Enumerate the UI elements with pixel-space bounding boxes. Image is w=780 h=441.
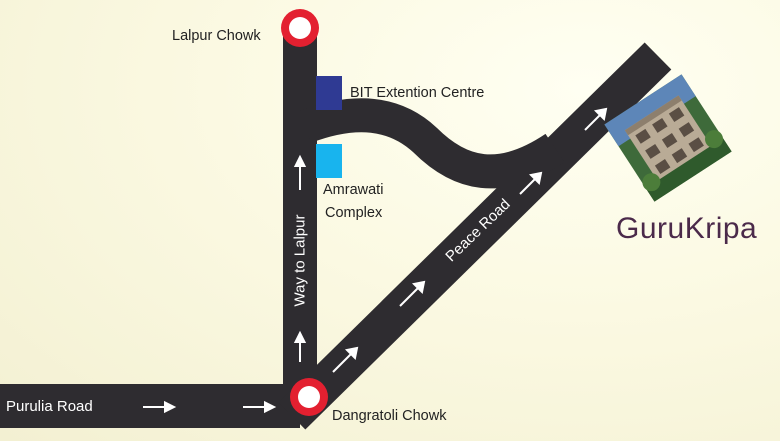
bit-extension-centre-label: BIT Extention Centre	[350, 85, 485, 101]
purulia-road-label: Purulia Road	[6, 398, 93, 415]
arrow-diagonal-icon	[332, 346, 359, 373]
way-to-lalpur-label: Way to Lalpur	[291, 214, 309, 307]
arrow-diagonal-icon	[519, 171, 543, 195]
gurukripa-brand-title: GuruKripa	[616, 212, 758, 245]
amrawati-complex-marker	[316, 144, 342, 178]
arrow-up-icon	[293, 154, 307, 190]
direction-arrows	[143, 107, 608, 414]
gurukripa-building-image	[604, 74, 732, 202]
arrow-diagonal-icon	[399, 280, 426, 307]
arrow-right-icon	[143, 400, 177, 414]
dangratoli-chowk-marker	[290, 378, 328, 416]
lalpur-chowk-label: Lalpur Chowk	[172, 28, 261, 44]
bit-connector-road	[298, 98, 565, 189]
amrawati-complex-label-line1: Amrawati	[323, 182, 384, 198]
amrawati-complex-label-line2: Complex	[325, 205, 383, 221]
lalpur-chowk-marker	[281, 9, 319, 47]
arrow-up-icon	[293, 330, 307, 362]
dangratoli-chowk-label: Dangratoli Chowk	[332, 408, 447, 424]
bit-extension-marker	[316, 76, 342, 110]
arrow-diagonal-icon	[584, 107, 608, 131]
arrow-right-icon	[243, 400, 277, 414]
